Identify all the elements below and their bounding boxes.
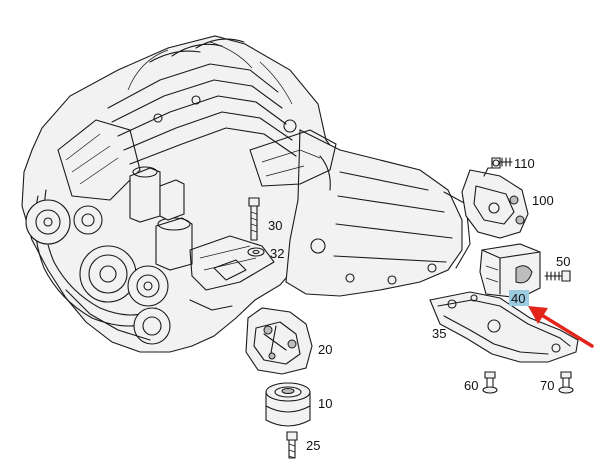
- part-label-10[interactable]: 10: [318, 396, 332, 411]
- part-label-50[interactable]: 50: [556, 254, 570, 269]
- bracket-100: [461, 167, 529, 239]
- bolt-110: [491, 157, 513, 169]
- engine-mount-bracket-20: [245, 307, 313, 375]
- engine-assembly: [21, 35, 356, 353]
- bolt-70: [558, 371, 574, 394]
- part-label-30[interactable]: 30: [268, 218, 282, 233]
- cross-member-35: [429, 291, 579, 363]
- part-label-70[interactable]: 70: [540, 378, 554, 393]
- part-label-25[interactable]: 25: [306, 438, 320, 453]
- part-label-20[interactable]: 20: [318, 342, 332, 357]
- part-label-60[interactable]: 60: [464, 378, 478, 393]
- part-label-100[interactable]: 100: [532, 193, 554, 208]
- bolt-25: [286, 431, 298, 459]
- transmission-housing: [249, 129, 471, 297]
- bolt-50: [544, 270, 571, 282]
- rubber-mount-10: [265, 382, 311, 427]
- part-label-110[interactable]: 110: [514, 156, 535, 171]
- bolt-60: [482, 371, 498, 394]
- washer-32: [247, 247, 265, 257]
- part-label-40[interactable]: 40: [511, 291, 525, 306]
- part-label-32[interactable]: 32: [270, 246, 284, 261]
- part-label-35[interactable]: 35: [432, 326, 446, 341]
- bolt-30: [248, 197, 260, 241]
- pointer-arrow: [528, 306, 594, 348]
- part-40-highlight: [509, 290, 529, 306]
- transmission-mount-40: [479, 243, 541, 299]
